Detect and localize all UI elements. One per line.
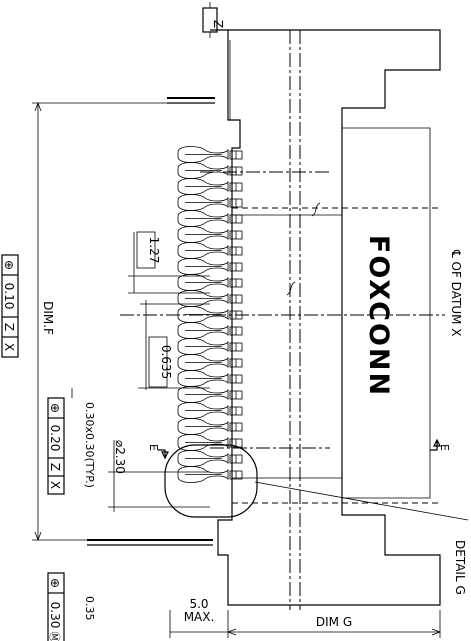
fcf-pad-datum-2: X — [48, 481, 62, 489]
hole-dia-label: ⌀2.30 — [113, 440, 127, 474]
max-height-value: 5.0 — [189, 597, 208, 611]
pin-row — [177, 146, 243, 483]
pitch-label: 1.27 — [147, 237, 161, 264]
max-height-dimension: 5.0 MAX. — [169, 597, 228, 638]
fcf-bottom-modifier: Ⓜ — [48, 632, 61, 641]
section-label-right: E — [438, 444, 451, 451]
pad-size-label: 0.30x0.30(TYP.) — [83, 402, 96, 488]
dim-f-label: DIM.F — [41, 301, 55, 335]
detail-g-leader — [254, 481, 469, 521]
offset-label: 0.35 — [83, 596, 96, 621]
foxconn-logo: FOXCONN — [363, 235, 394, 397]
fcf-bottom-tolerance: 0.30 — [48, 602, 62, 629]
detail-g-label: DETAIL G — [453, 540, 467, 595]
datum-z-marker: Z — [202, 2, 228, 38]
pin-contact — [177, 194, 243, 211]
fcf-bottom-symbol: ⊕ — [48, 578, 62, 588]
section-mark-left: E — [147, 444, 169, 460]
pin-contact — [177, 466, 243, 483]
datum-target-top — [167, 97, 215, 104]
max-height-suffix: MAX. — [184, 610, 215, 624]
break-mark-middle — [286, 281, 296, 296]
fcf-outer-datum-2: X — [2, 343, 16, 351]
datum-target-bottom — [87, 539, 213, 546]
break-mark-top — [311, 202, 321, 217]
section-mark-right: E — [430, 438, 451, 451]
half-pitch-dimension: 0.635 — [138, 300, 210, 390]
feature-control-frame-outer: ⊕ 0.10 Z X — [1, 254, 19, 358]
fcf-pad-datum-1: Z — [48, 463, 62, 471]
feature-control-frame-pad: ⊕ 0.20 Z X — [47, 397, 65, 495]
fcf-outer-tolerance: 0.10 — [2, 283, 16, 310]
detail-g-boundary — [164, 444, 258, 518]
section-label-left: E — [147, 444, 160, 451]
centerline-datum-x-label: ℄ OF DATUM X — [449, 249, 463, 337]
feature-control-frame-bottom: ⊕ 0.30 Ⓜ — [47, 572, 65, 641]
datum-z-label: Z — [211, 20, 225, 28]
housing-outline — [217, 29, 441, 606]
fcf-pad-tolerance: 0.20 — [48, 425, 62, 452]
dim-f-dimension: DIM.F — [32, 101, 167, 542]
fcf-outer-datum-1: Z — [2, 323, 16, 331]
dim-g-dimension: DIM G — [226, 610, 442, 638]
fcf-pad-symbol: ⊕ — [48, 403, 62, 413]
fcf-outer-symbol: ⊕ — [2, 260, 16, 270]
dim-g-label: DIM G — [316, 615, 352, 629]
hole-dia-dimension: ⌀2.30 — [108, 440, 210, 512]
half-pitch-label: 0.635 — [159, 345, 173, 379]
pitch-dimension: 1.27 — [128, 231, 210, 294]
